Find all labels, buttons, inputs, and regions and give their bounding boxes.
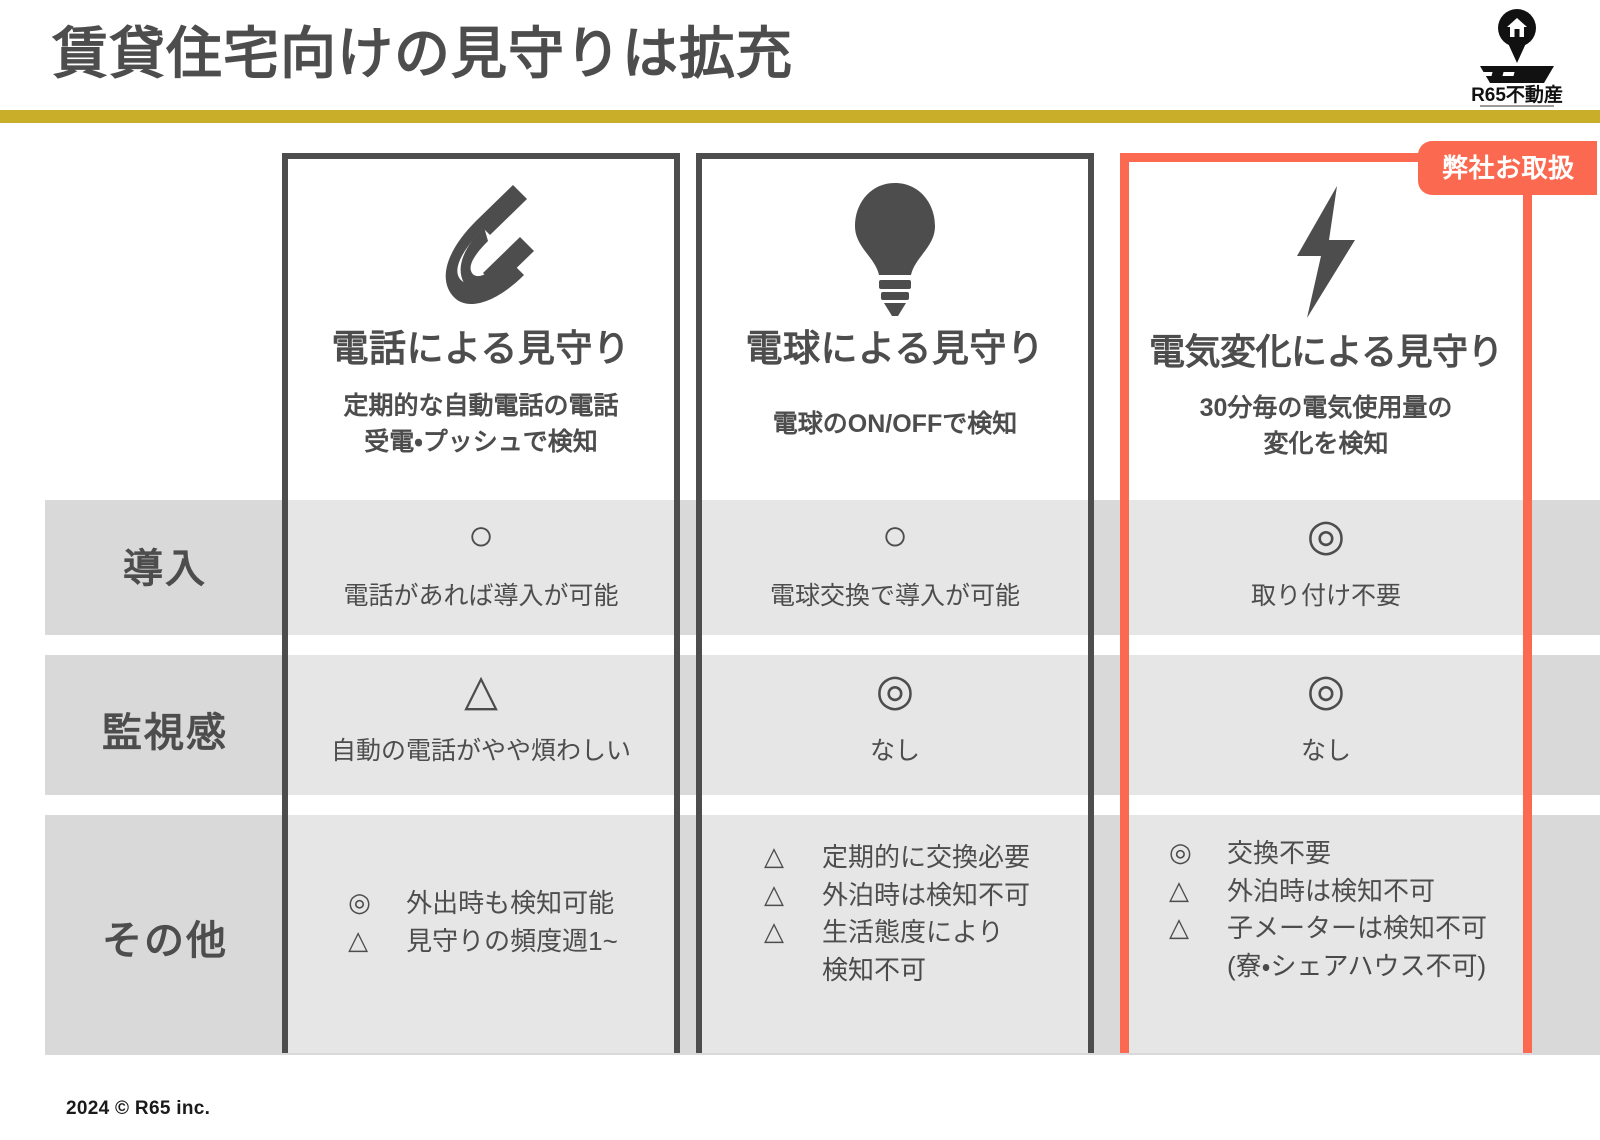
cell-other: ◎ 外出時も検知可能 △ 見守りの頻度週1~: [288, 815, 674, 1053]
bullet-text: 外泊時は検知不可: [1226, 875, 1435, 906]
card-header: 電気変化による見守り 30分毎の電気使用量の 変化を検知: [1129, 162, 1523, 462]
list-item: △ 外泊時は検知不可: [1169, 873, 1487, 911]
bullet-continuation: 検知不可: [821, 955, 926, 986]
list-item: ◎ 外出時も検知可能: [348, 885, 618, 923]
rating-mark: ◎: [1306, 510, 1346, 561]
rating-mark: ◎: [1306, 665, 1346, 716]
bullet-list: ◎ 交換不要 △ 外泊時は検知不可 △ 子メーターは検知不可 (寮・シェアハウス…: [1165, 835, 1487, 986]
bullet-mark: △: [763, 842, 784, 872]
card-cell-band-1: [1129, 500, 1523, 635]
telephone-handset-icon: [288, 173, 674, 325]
card-cell-band-2: [1129, 655, 1523, 795]
cell-introduction: ◎ 取り付け不要: [1129, 500, 1523, 635]
rating-mark: ◎: [875, 665, 915, 716]
card-cell-band-1: [288, 500, 674, 635]
bullet-mark: △: [763, 879, 784, 910]
comparison-card-electricity-change[interactable]: 電気変化による見守り 30分毎の電気使用量の 変化を検知 ◎ 取り付け不要 ◎ …: [1120, 153, 1532, 1053]
list-item: △ 定期的に交換必要: [764, 839, 1030, 877]
list-item: △ 見守りの頻度週1~: [348, 923, 618, 961]
card-subtitle: 電球のON/OFFで検知: [702, 406, 1088, 442]
bullet-text: 外出時も検知可能: [406, 888, 615, 918]
bullet-mark: △: [1168, 875, 1189, 906]
rating-note: 自動の電話がやや煩わしい: [330, 737, 631, 765]
rating-note: 電話があれば導入が可能: [343, 582, 619, 610]
bullet-text: 外泊時は検知不可: [821, 879, 1030, 910]
card-subtitle-line1: 電球のON/OFFで検知: [772, 409, 1018, 438]
title-divider-rule: [0, 110, 1600, 123]
list-item: △ 子メーターは検知不可: [1169, 910, 1487, 948]
r65-logo-mark: R65不動産: [1471, 9, 1563, 107]
card-title: 電球による見守り: [745, 328, 1045, 369]
card-subtitle-line2: 受電・プッシュで検知: [364, 427, 598, 456]
cell-other: △ 定期的に交換必要 △ 外泊時は検知不可 △ 生活態度により 検知不可: [702, 815, 1088, 1053]
row-label-surveillance-feel: 監視感: [102, 711, 228, 755]
lightning-bolt-icon: [1129, 176, 1523, 328]
rating-note: なし: [1300, 737, 1351, 765]
card-subtitle-line2: 変化を検知: [1263, 429, 1389, 458]
card-cell-band-2: [288, 655, 674, 795]
card-cell-band-2: [702, 655, 1088, 795]
bullet-text: 生活態度により: [821, 917, 1004, 948]
card-cell-band-1: [702, 500, 1088, 635]
card-subtitle: 定期的な自動電話の電話 受電・プッシュで検知: [288, 388, 674, 461]
bullet-continuation: (寮・シェアハウス不可): [1226, 951, 1487, 982]
card-cell-band-3: [1129, 815, 1523, 1053]
cell-surveillance-feel: ◎ なし: [1129, 655, 1523, 795]
comparison-card-telephone[interactable]: 電話による見守り 定期的な自動電話の電話 受電・プッシュで検知 ○ 電話があれば…: [282, 153, 680, 1053]
rating-mark: ○: [881, 510, 909, 561]
bullet-text: 子メーターは検知不可: [1226, 913, 1487, 944]
status-badge-our-offering: 弊社お取扱: [1418, 141, 1597, 195]
cell-surveillance-feel: △ 自動の電話がやや煩わしい: [288, 655, 674, 795]
r65-logo: R65不動産: [1458, 6, 1576, 110]
bullet-mark: △: [1168, 913, 1189, 944]
card-header: 電球による見守り 電球のON/OFFで検知: [702, 159, 1088, 442]
cell-introduction: ○ 電話があれば導入が可能: [288, 500, 674, 635]
cell-surveillance-feel: ◎ なし: [702, 655, 1088, 795]
list-item: △ 外泊時は検知不可: [764, 877, 1030, 915]
rating-mark: △: [464, 665, 498, 716]
card-title: 電話による見守り: [331, 328, 631, 369]
list-item: △ 生活態度により: [764, 914, 1030, 952]
row-label-other: その他: [102, 919, 228, 963]
cell-introduction: ○ 電球交換で導入が可能: [702, 500, 1088, 635]
list-item: ◎ 交換不要: [1169, 835, 1487, 873]
bullet-mark: △: [348, 925, 369, 956]
card-subtitle-line1: 30分毎の電気使用量の: [1199, 393, 1453, 422]
bullet-mark: △: [763, 917, 784, 948]
card-cell-band-3: [702, 815, 1088, 1053]
rating-mark: ○: [467, 510, 495, 561]
bullet-text: 定期的に交換必要: [821, 842, 1030, 872]
bullet-mark: ◎: [1168, 838, 1192, 868]
card-cell-band-3: [288, 815, 674, 1053]
rating-note: 電球交換で導入が可能: [769, 582, 1020, 610]
footer-copyright: 2024 © R65 inc.: [66, 1098, 211, 1119]
card-subtitle: 30分毎の電気使用量の 変化を検知: [1129, 390, 1523, 463]
card-subtitle-line1: 定期的な自動電話の電話: [343, 391, 619, 420]
card-header: 電話による見守り 定期的な自動電話の電話 受電・プッシュで検知: [288, 159, 674, 460]
rating-note: なし: [869, 737, 920, 765]
bullet-text: 見守りの頻度週1~: [406, 925, 618, 956]
card-title: 電気変化による見守り: [1149, 331, 1503, 372]
cell-other: ◎ 交換不要 △ 外泊時は検知不可 △ 子メーターは検知不可 (寮・シェアハウス…: [1129, 815, 1523, 1053]
bullet-mark: ◎: [348, 888, 371, 918]
bullet-list: △ 定期的に交換必要 △ 外泊時は検知不可 △ 生活態度により 検知不可: [760, 839, 1030, 990]
bullet-list: ◎ 外出時も検知可能 △ 見守りの頻度週1~: [344, 885, 618, 960]
comparison-card-lightbulb[interactable]: 電球による見守り 電球のON/OFFで検知 ○ 電球交換で導入が可能 ◎ なし …: [696, 153, 1094, 1053]
row-label-introduction: 導入: [123, 547, 207, 591]
bullet-text: 交換不要: [1226, 838, 1331, 868]
svg-text:R65不動産: R65不動産: [1471, 83, 1563, 106]
light-bulb-icon: [702, 173, 1088, 325]
rating-note: 取り付け不要: [1250, 582, 1401, 610]
page-title: 賃貸住宅向けの見守りは拡充: [52, 22, 793, 85]
